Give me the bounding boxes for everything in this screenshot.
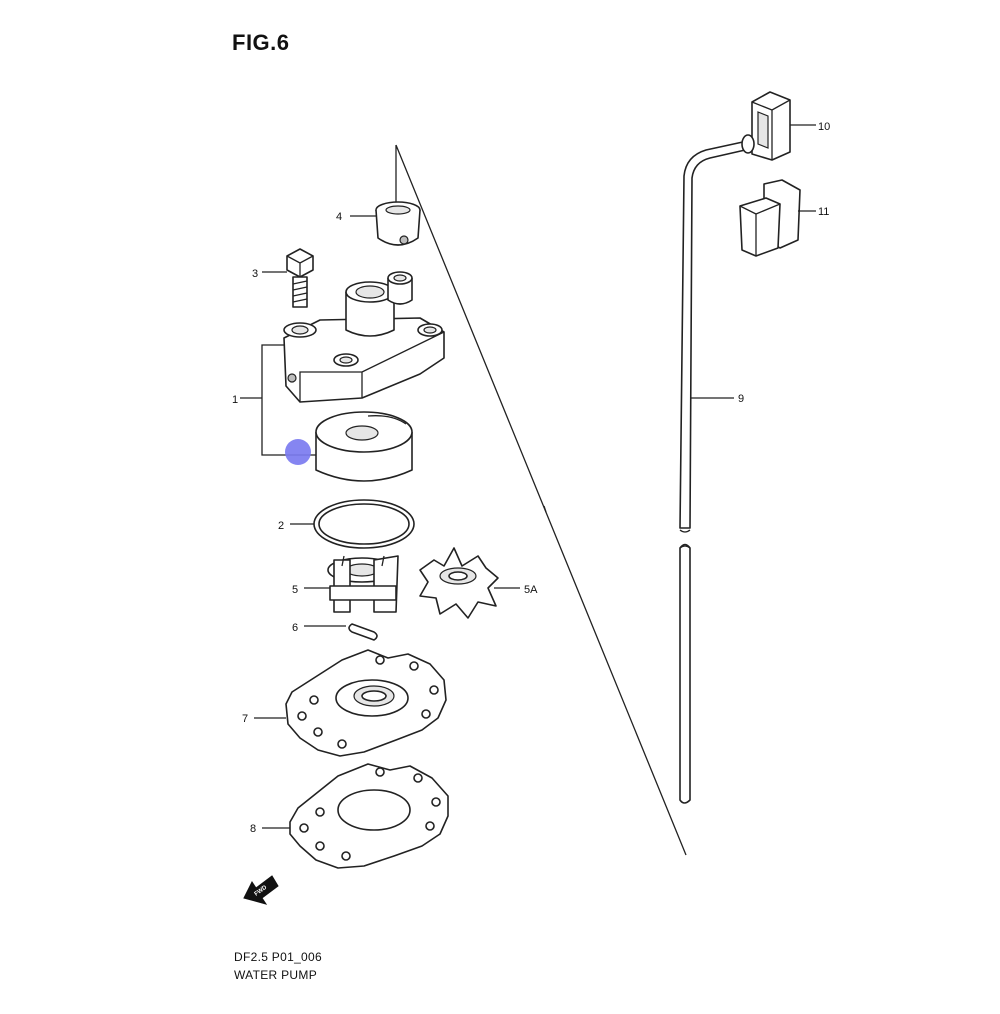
part-5a-impeller — [419, 547, 499, 619]
callout-10: 10 — [818, 121, 830, 133]
part-1-pump-case — [283, 271, 445, 403]
highlight-marker — [285, 439, 311, 465]
callout-9: 9 — [738, 393, 744, 405]
assembly-tick — [543, 505, 547, 513]
part-3-bolt — [286, 248, 314, 308]
callout-11: 11 — [818, 206, 829, 218]
callout-8: 8 — [250, 823, 256, 835]
callout-6: 6 — [292, 622, 298, 634]
part-11-grommet — [739, 179, 801, 257]
callout-5: 5 — [292, 584, 298, 596]
assembly-guide-line — [395, 144, 687, 856]
fwd-arrow-icon: FWD — [243, 875, 279, 905]
figure-title: FIG.6 — [232, 30, 290, 55]
callout-1: 1 — [232, 394, 238, 406]
part-7-liner-plate — [285, 649, 447, 757]
part-5-impeller — [327, 555, 399, 613]
part-10-grommet — [741, 91, 791, 161]
callout-3: 3 — [252, 268, 258, 280]
part-6-key — [348, 623, 378, 641]
callout-5a: 5A — [524, 584, 538, 596]
part-2-o-ring — [313, 499, 415, 549]
callout-4: 4 — [336, 211, 342, 223]
part-9-water-tube — [679, 139, 755, 804]
figure-name: WATER PUMP — [234, 968, 317, 982]
part-1-pump-cup — [315, 411, 413, 482]
callout-2: 2 — [278, 520, 284, 532]
part-8-gasket — [289, 763, 449, 869]
figure-code: DF2.5 P01_006 — [234, 950, 322, 964]
part-4-plug — [375, 201, 421, 246]
callout-7: 7 — [242, 713, 248, 725]
